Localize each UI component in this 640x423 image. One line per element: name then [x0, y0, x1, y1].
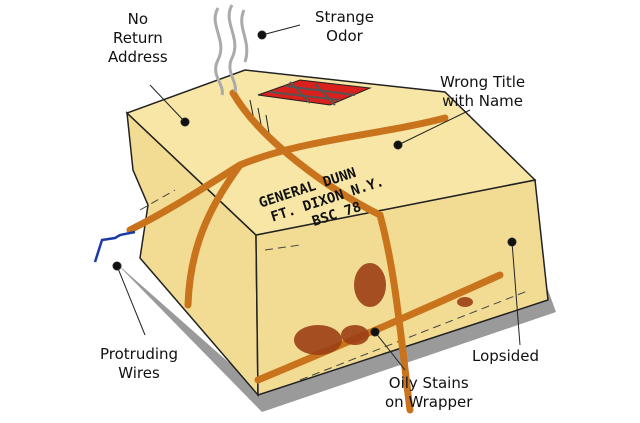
oily-stains	[294, 263, 473, 355]
protruding-wire	[93, 230, 136, 263]
package-top	[125, 69, 537, 236]
fold-lines	[139, 189, 531, 381]
package-shadow	[115, 262, 556, 412]
label-no-return-address: No Return Address	[108, 10, 168, 66]
odor-wisps	[213, 4, 249, 96]
label-oily-stains: Oily Stains on Wrapper	[385, 374, 473, 411]
postage-stamps	[249, 79, 372, 134]
label-protruding-wires: Protruding Wires	[100, 345, 179, 382]
label-lopsided: Lopsided	[472, 347, 540, 365]
leader-lines	[112, 24, 521, 371]
label-strange-odor: Strange Odor	[315, 8, 375, 45]
label-wrong-title: Wrong Title with Name	[440, 73, 526, 110]
